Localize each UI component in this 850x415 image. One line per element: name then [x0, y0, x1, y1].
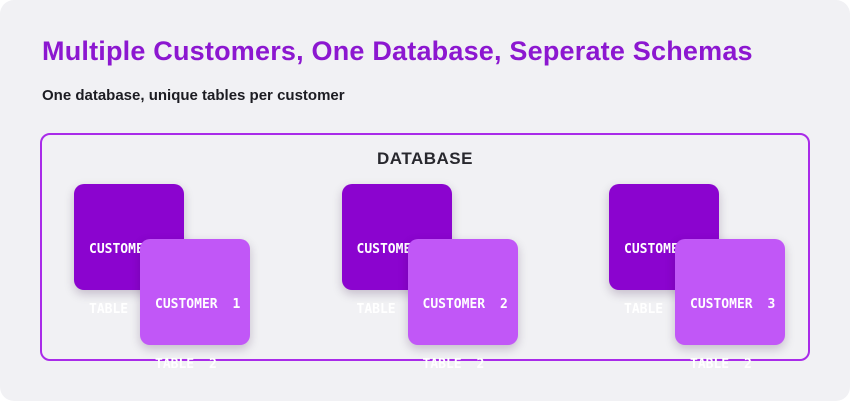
table-box-line1: CUSTOMER 3: [690, 297, 776, 312]
customer2-table2-box: CUSTOMER 2 TABLE 2: [407, 239, 518, 372]
table-box-line1: CUSTOMER 1: [155, 297, 241, 312]
customer1-table1-box: CUSTOMER 1 TABLE 1: [74, 184, 184, 317]
customer3-table2-box: CUSTOMER 3 TABLE 2: [675, 239, 785, 372]
database-container: DATABASE CUSTOMER 1 TABLE 1 CUSTOMER 1 T…: [40, 133, 810, 372]
customer1-schema-group: CUSTOMER 1 TABLE 1 CUSTOMER 1 TABLE 2: [74, 184, 250, 372]
customer2-schema-group: CUSTOMER 2 TABLE 1 CUSTOMER 2 TABLE 2: [341, 184, 518, 372]
table-box-line2: TABLE 2: [422, 357, 485, 372]
customer3-schema-group: CUSTOMER 3 TABLE 1 CUSTOMER 3 TABLE 2: [609, 184, 785, 372]
database-label: DATABASE: [377, 149, 473, 168]
page-panel: Multiple Customers, One Database, Sepera…: [0, 0, 850, 401]
customer1-table2-box: CUSTOMER 1 TABLE 2: [140, 239, 250, 372]
table-box-line2: TABLE 2: [155, 357, 217, 372]
page-title: Multiple Customers, One Database, Sepera…: [42, 36, 753, 66]
page-subtitle: One database, unique tables per customer: [42, 87, 345, 104]
schema-groups: CUSTOMER 1 TABLE 1 CUSTOMER 1 TABLE 2 CU…: [42, 184, 808, 372]
table-box-line2: TABLE 2: [690, 357, 752, 372]
table-box-line1: CUSTOMER 2: [422, 297, 508, 312]
